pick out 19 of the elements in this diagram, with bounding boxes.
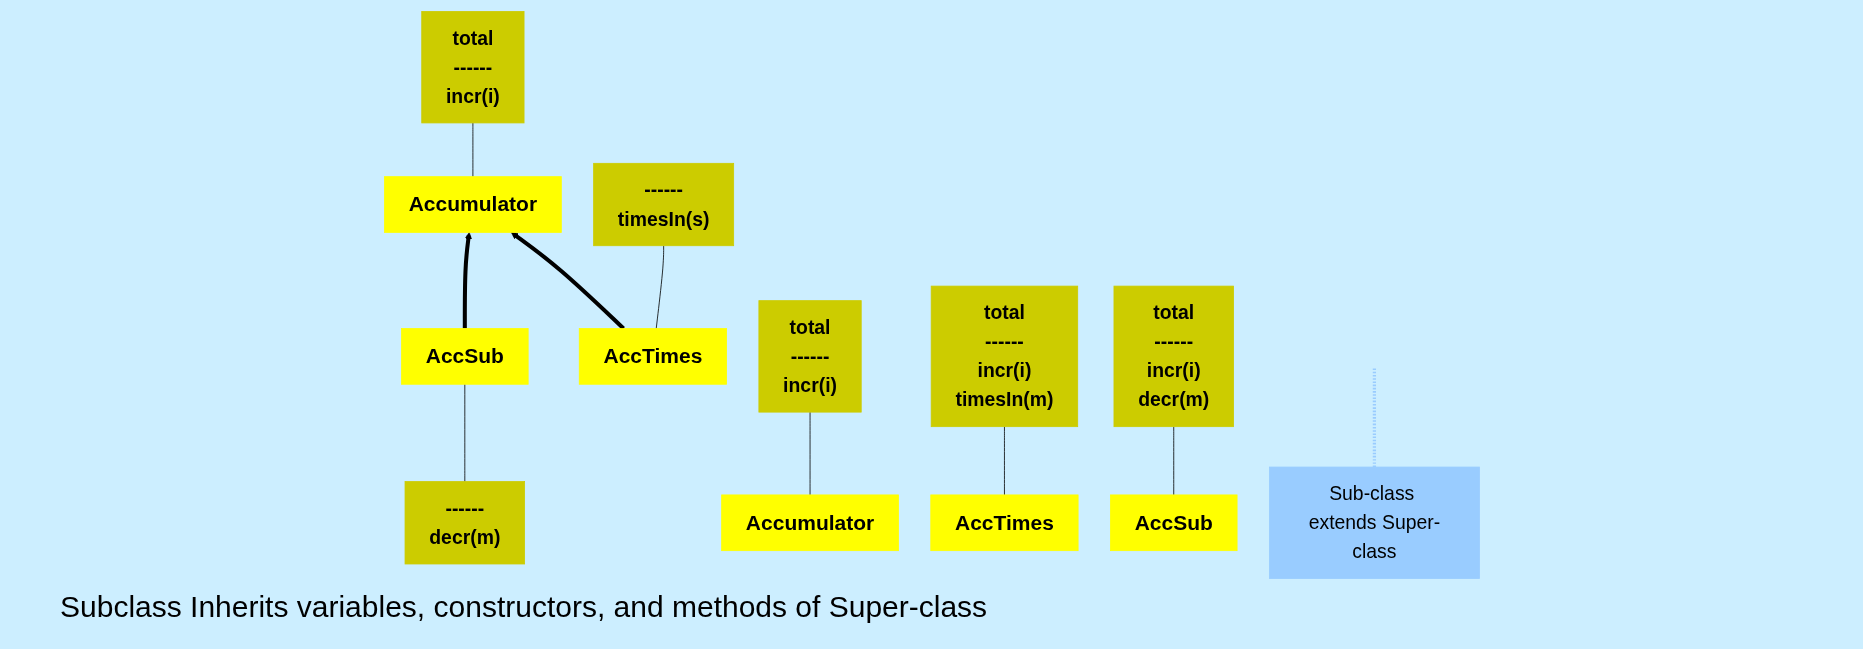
node-box: AccTimes — [578, 328, 727, 385]
connector — [655, 245, 664, 329]
node-box: AccSub — [1109, 494, 1238, 552]
node-box: total ------ incr(i) — [420, 11, 524, 124]
arrow — [462, 232, 472, 329]
node-box: Accumulator — [720, 494, 899, 552]
node-box: ------ decr(m) — [404, 481, 525, 565]
node-box: total ------ incr(i) timesIn(m) — [930, 285, 1078, 428]
node-box: ------ timesIn(s) — [592, 162, 734, 247]
node-box: total ------ incr(i) — [758, 300, 862, 413]
connector — [1372, 368, 1376, 468]
note-text: Subclass Inherits variables, constructors, and methods of Super-class — [60, 590, 989, 624]
node-box: AccSub — [400, 328, 529, 385]
node-box: Accumulator — [383, 176, 562, 233]
node-box: total ------ incr(i) decr(m) — [1113, 285, 1234, 428]
arrow — [510, 232, 625, 330]
connector — [1003, 426, 1005, 496]
node-box: AccTimes — [929, 494, 1079, 552]
node-box: Sub-class extends Super-class — [1268, 466, 1480, 579]
